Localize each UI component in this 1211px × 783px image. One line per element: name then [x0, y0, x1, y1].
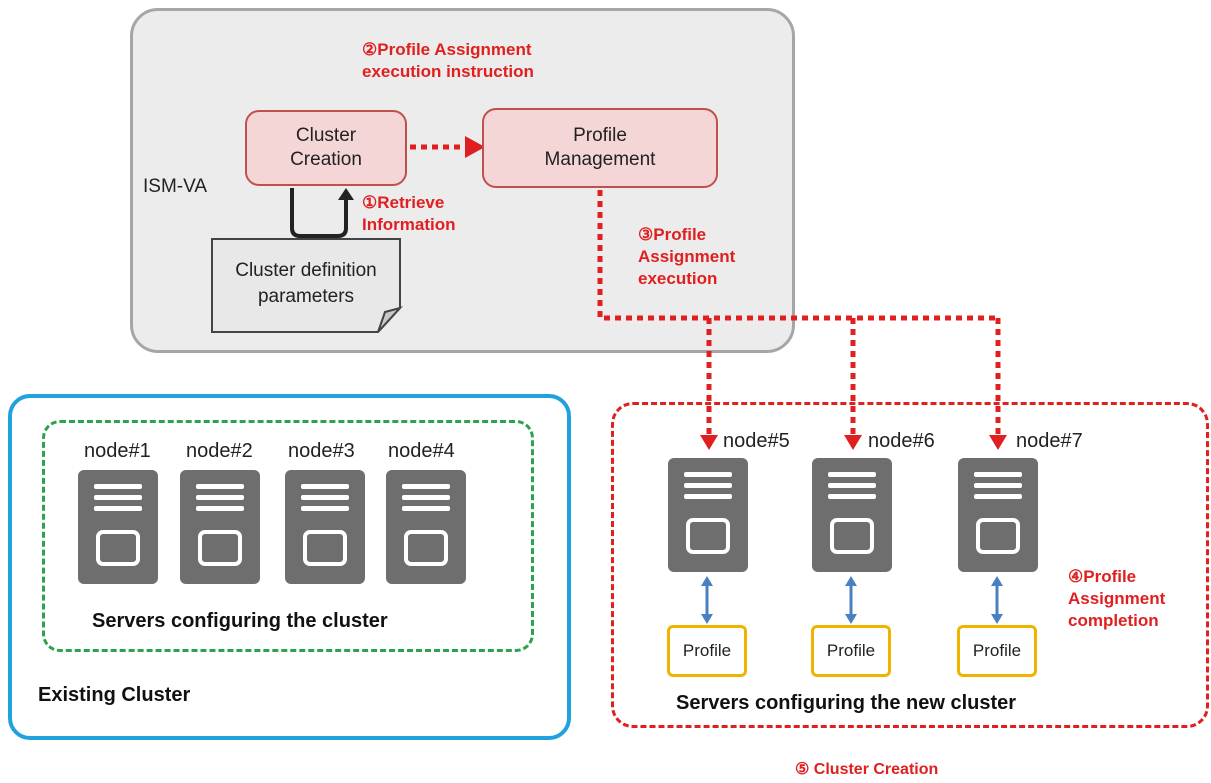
loop-arrow-icon	[290, 188, 354, 238]
node-label: node#5	[723, 430, 790, 452]
step3-label: ③Profile Assignment execution	[638, 225, 736, 289]
document-icon	[211, 238, 404, 333]
server-icon	[180, 470, 260, 584]
step1-label: ①Retrieve Information	[362, 193, 456, 235]
double-arrow-icon	[845, 576, 857, 624]
node-label: node#7	[1016, 430, 1083, 452]
existing-cluster-title: Existing Cluster	[38, 684, 191, 706]
step2-label: ②Profile Assignment execution instructio…	[362, 40, 534, 82]
arrow-node7	[989, 435, 1007, 450]
definition-doc-label: Cluster definition parameters	[235, 260, 377, 307]
arrow-node6	[844, 435, 862, 450]
server-icon	[386, 470, 466, 584]
server-icon	[78, 470, 158, 584]
node-label: node#1	[84, 440, 151, 462]
step4-label: ④Profile Assignment completion	[1068, 567, 1166, 631]
profile-box: Profile	[667, 625, 747, 677]
node-label: node#2	[186, 440, 253, 462]
execution-lines	[597, 190, 1001, 437]
new-servers-caption: Servers configuring the new cluster	[676, 692, 1017, 714]
node-label: node#3	[288, 440, 355, 462]
double-arrow-icon	[701, 576, 713, 624]
instruction-arrow	[410, 136, 485, 158]
existing-servers-group	[42, 420, 534, 652]
cluster-creation-box: Cluster Creation	[245, 110, 407, 186]
server-icon	[285, 470, 365, 584]
node-label: node#4	[388, 440, 455, 462]
step5-label: ⑤ Cluster Creation	[795, 761, 939, 778]
server-icon	[812, 458, 892, 572]
profile-management-label: Profile Management	[544, 125, 656, 170]
node-label: node#6	[868, 430, 935, 452]
new-cluster-container	[611, 402, 1209, 728]
server-icon	[668, 458, 748, 572]
profile-box: Profile	[811, 625, 891, 677]
existing-servers-caption: Servers configuring the cluster	[92, 610, 388, 632]
cluster-creation-label: Cluster Creation	[290, 125, 362, 170]
ism-va-label: ISM-VA	[143, 176, 208, 197]
profile-box: Profile	[957, 625, 1037, 677]
server-icon	[958, 458, 1038, 572]
existing-cluster-container	[8, 394, 571, 740]
double-arrow-icon	[991, 576, 1003, 624]
profile-management-box: Profile Management	[482, 108, 718, 188]
arrow-node5	[700, 435, 718, 450]
